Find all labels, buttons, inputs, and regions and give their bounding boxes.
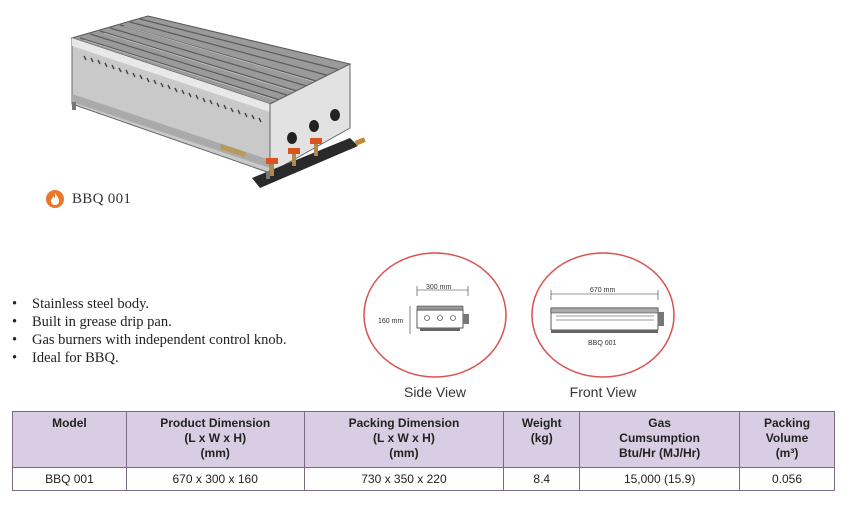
- model-label: BBQ 001: [72, 190, 132, 207]
- front-view-caption: Front View: [569, 384, 637, 400]
- flame-icon: [46, 190, 64, 208]
- model-tag: BBQ 001: [46, 190, 131, 208]
- header-weight: Weight (kg): [503, 411, 581, 468]
- cell-weight: 8.4: [503, 467, 581, 491]
- header-gas-consumption: Gas Cumsumption Btu/Hr (MJ/Hr): [579, 411, 741, 468]
- cell-gas-consumption: 15,000 (15.9): [579, 467, 741, 491]
- header-model: Model: [12, 411, 127, 468]
- side-width-label: 300 mm: [426, 284, 451, 291]
- front-width-label: 670 mm: [590, 287, 615, 294]
- feature-item: Stainless steel body.: [10, 295, 287, 313]
- side-view-caption: Side View: [403, 384, 466, 400]
- side-height-label: 160 mm: [378, 318, 403, 325]
- header-packing-volume: Packing Volume (m³): [739, 411, 835, 468]
- table-row: BBQ 001 670 x 300 x 160 730 x 350 x 220 …: [12, 467, 835, 491]
- cell-product-dimension: 670 x 300 x 160: [125, 467, 305, 491]
- cell-packing-dimension: 730 x 350 x 220: [303, 467, 505, 491]
- spec-header-row: Model Product Dimension (L x W x H) (mm)…: [12, 411, 835, 468]
- front-model-label: BBQ 001: [588, 340, 617, 347]
- front-view-diagram: 670 mm BBQ 001: [528, 250, 678, 380]
- feature-list: Stainless steel body. Built in grease dr…: [10, 295, 287, 367]
- cell-model: BBQ 001: [12, 467, 127, 491]
- feature-item: Built in grease drip pan.: [10, 313, 287, 331]
- cell-packing-volume: 0.056: [739, 467, 835, 491]
- header-product-dimension: Product Dimension (L x W x H) (mm): [125, 411, 305, 468]
- spec-table: Model Product Dimension (L x W x H) (mm)…: [12, 411, 835, 491]
- feature-item: Ideal for BBQ.: [10, 349, 287, 367]
- feature-item: Gas burners with independent control kno…: [10, 331, 287, 349]
- product-image: [60, 8, 380, 208]
- side-view-diagram: 300 mm 160 mm: [360, 250, 510, 380]
- header-packing-dimension: Packing Dimension (L x W x H) (mm): [303, 411, 505, 468]
